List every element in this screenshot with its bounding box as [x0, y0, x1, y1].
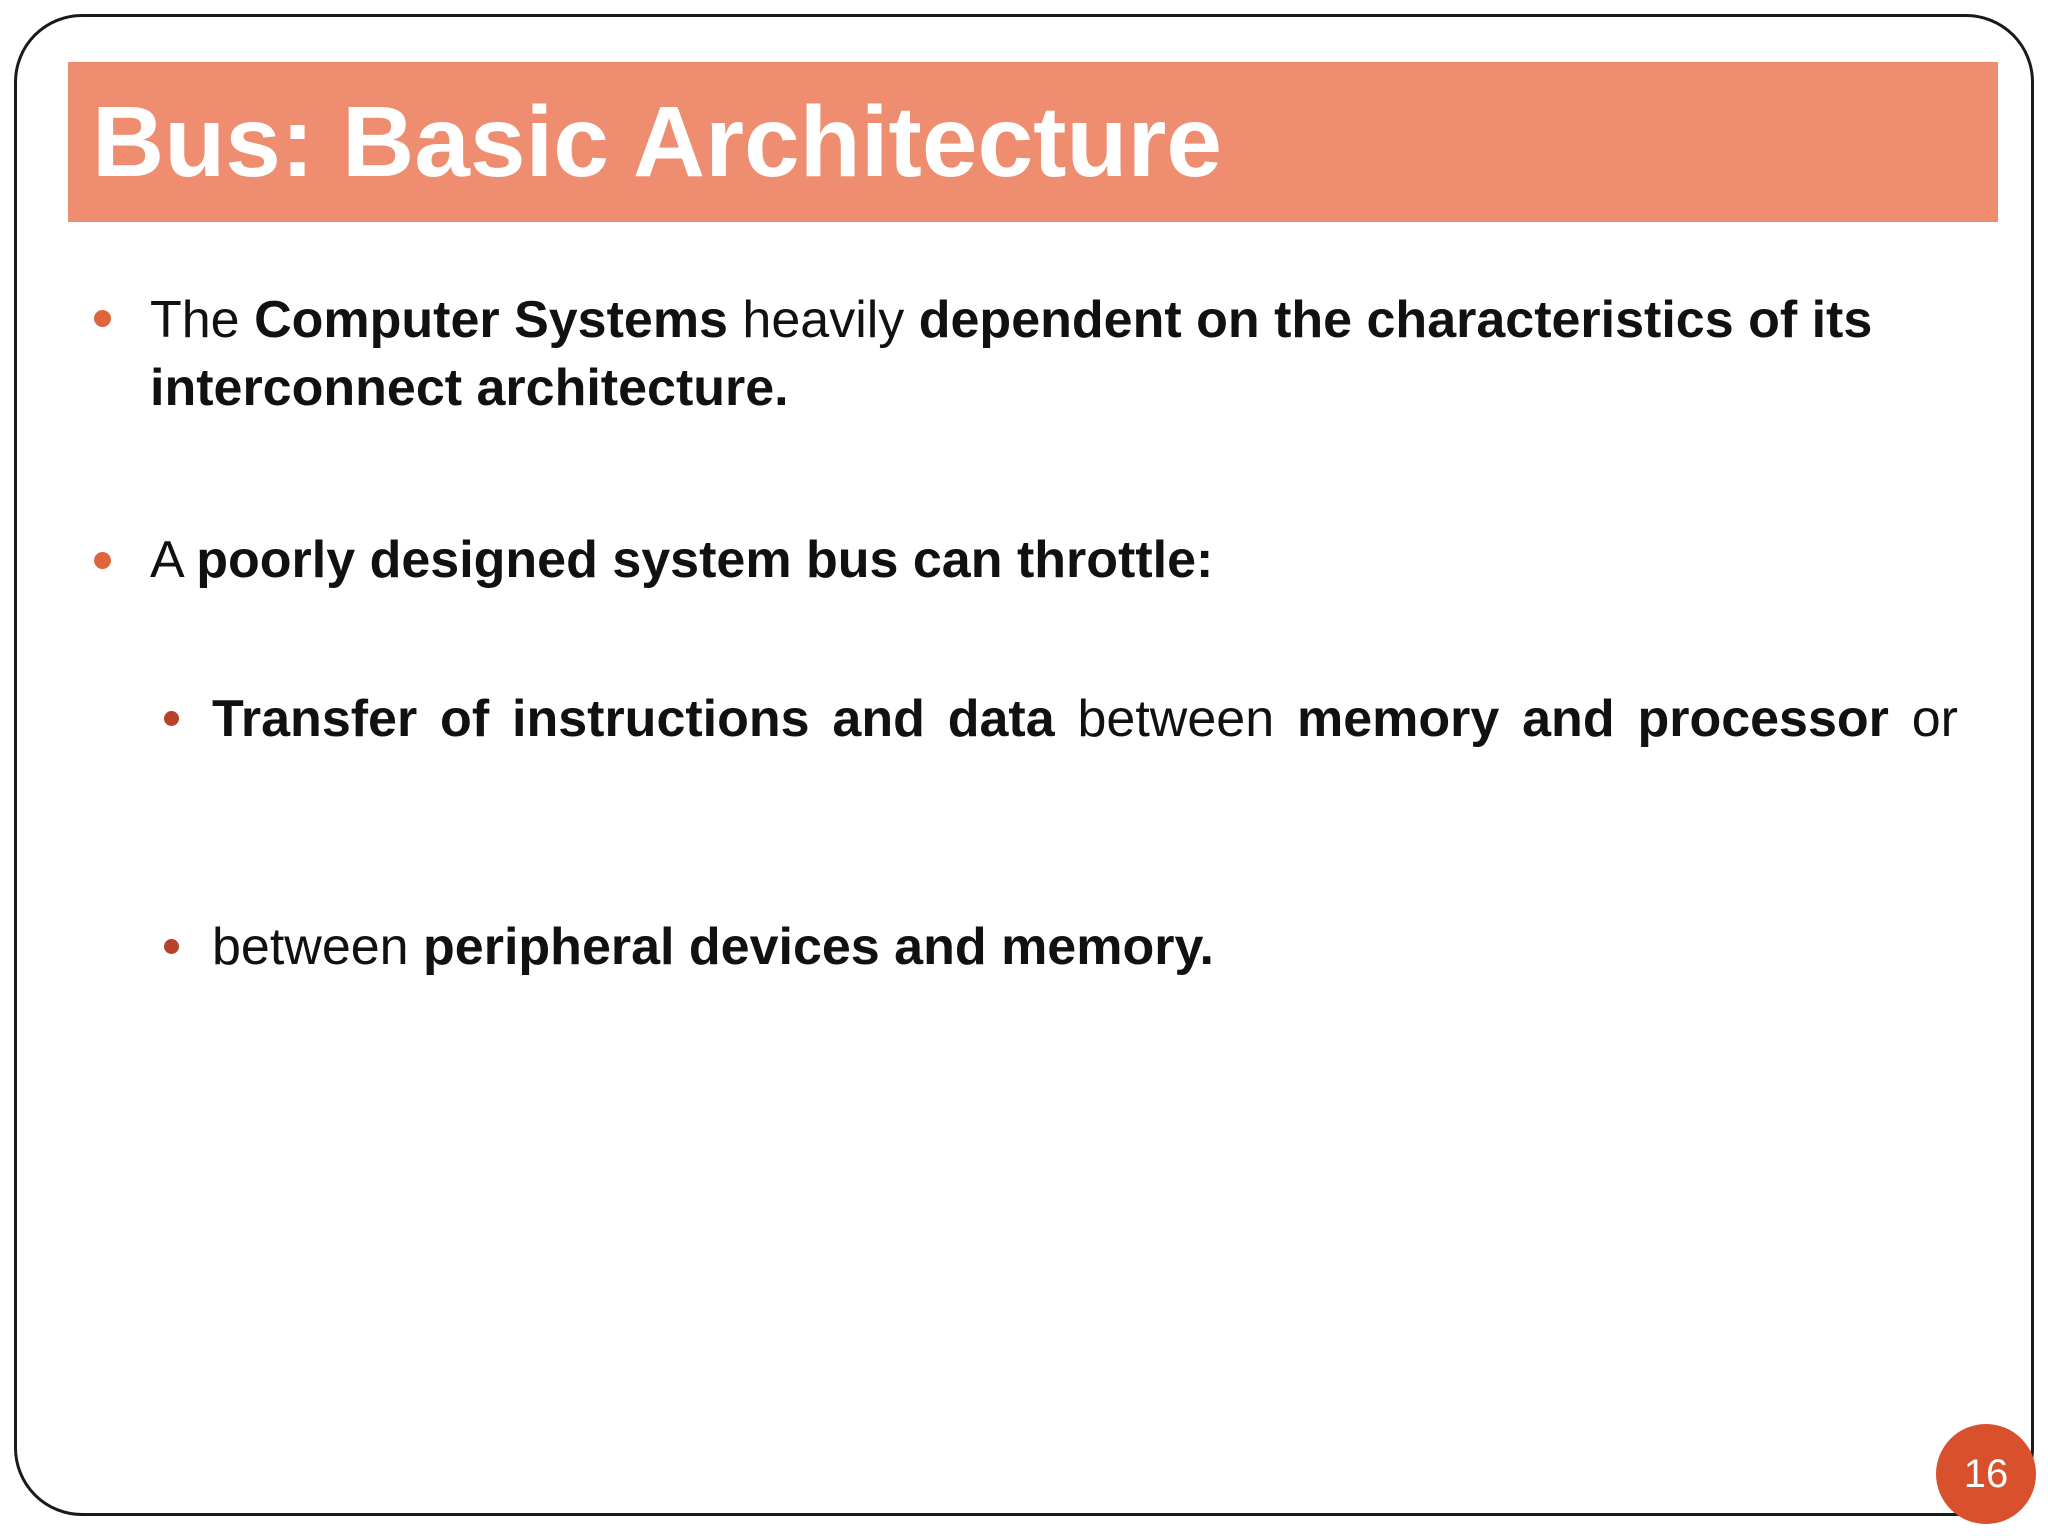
- text-run: or: [1888, 690, 1958, 748]
- title-bar: Bus: Basic Architecture: [68, 62, 1998, 222]
- bullet-item: A poorly designed system bus can throttl…: [150, 526, 1960, 594]
- sub-bullet-item: Transfer of instructions and data betwee…: [212, 685, 1958, 753]
- text-run: between: [212, 918, 424, 976]
- sub-bullet-dot: [164, 939, 179, 954]
- bullet-dot: [94, 552, 111, 569]
- sub-bullet-item: between peripheral devices and memory.: [212, 913, 1958, 981]
- text-run: between: [1054, 690, 1297, 748]
- bullet-dot: [94, 310, 111, 327]
- text-run: heavily: [727, 291, 919, 349]
- text-run: The: [150, 291, 255, 349]
- slide-title: Bus: Basic Architecture: [92, 86, 1222, 198]
- slide-frame: [14, 14, 2034, 1516]
- text-run-bold: Computer Systems: [254, 291, 728, 349]
- page-number-badge: 16: [1936, 1424, 2036, 1524]
- text-run-bold: memory and processor: [1296, 690, 1889, 748]
- text-run-bold: peripheral devices and memory.: [423, 918, 1214, 976]
- bullet-item: The Computer Systems heavily dependent o…: [150, 286, 1960, 422]
- text-run-bold: dependent on the characteristics of its …: [150, 291, 1873, 417]
- text-run: A: [150, 531, 197, 589]
- text-run-bold: Transfer of instructions and data: [212, 690, 1055, 748]
- text-run-bold: poorly designed system bus can throttle:: [196, 531, 1214, 589]
- sub-bullet-dot: [164, 711, 179, 726]
